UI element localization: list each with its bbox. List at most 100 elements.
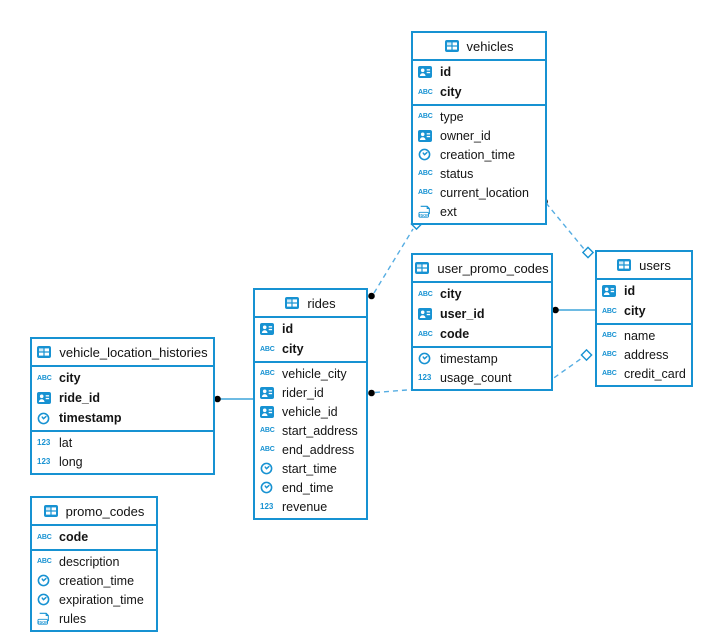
person-id-icon (260, 405, 277, 418)
column-name: rules (59, 611, 87, 626)
column-name: type (440, 109, 464, 124)
person-id-icon (418, 308, 435, 320)
table-header[interactable]: rides (255, 290, 366, 318)
table-rides[interactable]: rides id ABC city ABC vehicle_city rider… (253, 288, 368, 520)
column-row: 123 usage_count (413, 368, 551, 387)
column-row: expiration_time (32, 590, 156, 609)
relationship-dot-marker (214, 395, 221, 403)
column-row: ABC address (597, 345, 691, 364)
123-number-type-icon: 123 (260, 501, 274, 511)
column-name: id (624, 284, 636, 298)
column-row: ride_id (32, 388, 213, 408)
abc-text-type-icon: ABC (418, 113, 433, 120)
column-name: usage_count (440, 370, 512, 385)
abc-text-type-icon: ABC (602, 332, 617, 339)
column-row: ABC start_address (255, 421, 366, 440)
svg-text:JSON: JSON (418, 212, 429, 217)
column-name: current_location (440, 185, 529, 200)
column-name: long (59, 454, 83, 469)
123-number-type-icon: 123 (37, 437, 51, 447)
column-row: timestamp (32, 408, 213, 428)
column-row: ABC current_location (413, 183, 545, 202)
column-name: rider_id (282, 385, 324, 400)
clock-icon (37, 574, 54, 587)
table-header[interactable]: user_promo_codes (413, 255, 551, 283)
table-grid-icon (285, 297, 302, 309)
clock-icon (37, 412, 54, 425)
table-header[interactable]: promo_codes (32, 498, 156, 526)
column-row: ABC description (32, 552, 156, 571)
column-row: timestamp (413, 349, 551, 368)
relationship-vehicles-users (545, 202, 585, 250)
person-id-icon (260, 323, 277, 335)
column-row: creation_time (32, 571, 156, 590)
abc-text-type-icon: ABC (602, 351, 617, 358)
column-row: ABC code (32, 527, 156, 547)
column-row: ABC city (255, 339, 366, 359)
column-name: city (440, 85, 462, 99)
column-name: start_time (282, 461, 337, 476)
table-header[interactable]: vehicles (413, 33, 545, 61)
table-header[interactable]: vehicle_location_histories (32, 339, 213, 367)
column-name: code (440, 327, 470, 341)
table-grid-icon (444, 40, 462, 52)
column-row: ABC credit_card (597, 364, 691, 383)
column-row: rider_id (255, 383, 366, 402)
column-row: start_time (255, 459, 366, 478)
person-id-icon (602, 285, 619, 297)
clock-icon (418, 352, 435, 365)
abc-text-type-icon: ABC (418, 330, 433, 338)
abc-text-type-icon: ABC (37, 558, 52, 565)
column-name: start_address (282, 423, 358, 438)
clock-icon (260, 481, 277, 494)
column-name: ext (440, 204, 457, 219)
column-row: 123 revenue (255, 497, 366, 516)
table-vehicles[interactable]: vehicles id ABC city ABC type owner_id (411, 31, 547, 225)
table-header[interactable]: users (597, 252, 691, 280)
column-name: end_time (282, 480, 334, 495)
table-promo-codes[interactable]: promo_codes ABC code ABC description cre… (30, 496, 158, 632)
column-row: ABC end_address (255, 440, 366, 459)
table-name: vehicle_location_histories (59, 344, 208, 360)
clock-icon (37, 593, 54, 606)
person-id-icon (418, 129, 435, 142)
person-id-icon (37, 392, 54, 404)
column-name: credit_card (624, 366, 686, 381)
column-row: ABC status (413, 164, 545, 183)
column-name: city (282, 342, 304, 356)
column-row: ABC city (597, 301, 691, 321)
column-name: name (624, 328, 656, 343)
table-name: vehicles (466, 38, 514, 54)
column-name: id (440, 65, 452, 79)
column-name: creation_time (59, 573, 135, 588)
table-grid-icon (37, 346, 54, 358)
column-row: vehicle_id (255, 402, 366, 421)
column-row: user_id (413, 304, 551, 324)
table-users[interactable]: users id ABC city ABC name ABC address A… (595, 250, 693, 387)
abc-text-type-icon: ABC (260, 345, 275, 353)
table-vehicle-location-histories[interactable]: vehicle_location_histories ABC city ride… (30, 337, 215, 475)
table-grid-icon (617, 259, 634, 271)
json-document-icon: JSON (37, 612, 54, 625)
column-row: ABC type (413, 107, 545, 126)
abc-text-type-icon: ABC (37, 374, 52, 382)
person-id-icon (260, 386, 277, 399)
abc-text-type-icon: ABC (260, 370, 275, 377)
table-user-promo-codes[interactable]: user_promo_codes ABC city user_id ABC co… (411, 253, 553, 391)
relationship-dot-marker (368, 389, 375, 397)
column-name: id (282, 322, 294, 336)
abc-text-type-icon: ABC (418, 88, 433, 96)
column-row: owner_id (413, 126, 545, 145)
column-name: ride_id (59, 391, 100, 405)
column-row: ABC name (597, 326, 691, 345)
column-name: user_id (440, 307, 485, 321)
column-row: id (413, 62, 545, 82)
abc-text-type-icon: ABC (418, 189, 433, 196)
column-row: 123 long (32, 452, 213, 471)
column-name: expiration_time (59, 592, 144, 607)
table-name: users (639, 257, 671, 273)
column-name: city (440, 287, 462, 301)
table-name: promo_codes (65, 503, 145, 519)
column-name: code (59, 530, 89, 544)
